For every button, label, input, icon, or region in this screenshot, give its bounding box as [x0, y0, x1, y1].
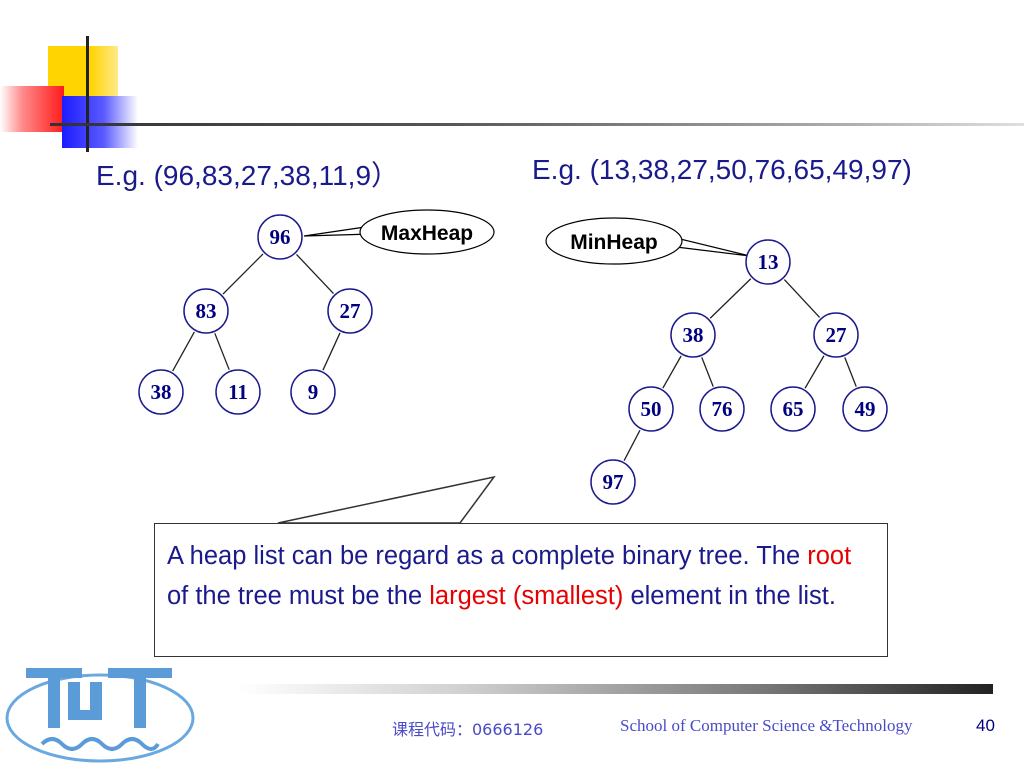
max-heap-edge	[322, 332, 341, 371]
node-label: 50	[641, 397, 662, 421]
max-heap-tree: MaxHeap 96 83 27 38 11 9	[138, 209, 495, 415]
note-text-part3: element in the list.	[623, 582, 836, 610]
node-label: 11	[228, 380, 248, 404]
node-label: 38	[683, 323, 704, 347]
min-heap-node: 97	[590, 459, 636, 505]
footer-course-code: 课程代码：0666126	[392, 720, 544, 739]
node-circle	[183, 288, 229, 334]
min-heap-edge	[844, 357, 857, 387]
min-heap-edge	[701, 357, 714, 387]
node-label: 27	[340, 299, 361, 323]
max-heap-node: 27	[327, 288, 373, 334]
max-heap-node: 83	[183, 288, 229, 334]
node-circle	[813, 312, 859, 358]
max-heap-node: 96	[257, 214, 303, 260]
min-heap-edge	[804, 355, 825, 389]
node-circle	[628, 386, 674, 432]
node-circle	[699, 386, 745, 432]
node-circle	[842, 386, 888, 432]
node-label: 97	[603, 470, 624, 494]
min-heap-node: 13	[745, 239, 791, 285]
node-label: 13	[758, 250, 779, 274]
university-logo	[5, 668, 195, 763]
note-text-part1: A heap list can be regard as a complete …	[167, 542, 808, 570]
min-heap-node: 49	[842, 386, 888, 432]
note-highlight-largest-smallest: largest (smallest)	[429, 582, 624, 610]
node-circle	[670, 312, 716, 358]
min-heap-edge	[623, 429, 641, 462]
minheap-callout-bubble	[545, 217, 683, 265]
header-vertical-rule	[86, 36, 89, 152]
note-callout-pointer	[277, 475, 496, 524]
note-text-part2: of the tree must be the	[167, 582, 430, 610]
node-label: 96	[270, 225, 291, 249]
node-label: 38	[151, 380, 172, 404]
node-circle	[327, 288, 373, 334]
min-heap-edge	[662, 355, 682, 389]
node-circle	[257, 214, 303, 260]
max-heap-edge	[296, 253, 334, 295]
maxheap-callout-bubble	[359, 209, 495, 255]
footer-school-name: School of Computer Science &Technology	[620, 716, 913, 735]
header-horizontal-rule	[50, 123, 1024, 126]
minheap-callout-label: MinHeap	[570, 231, 658, 254]
node-circle	[590, 459, 636, 505]
max-heap-node: 9	[290, 369, 336, 415]
max-heap-edge	[172, 331, 195, 372]
min-heap-edge	[783, 279, 821, 318]
node-circle	[290, 369, 336, 415]
node-circle	[138, 369, 184, 415]
footer-page-number: 40	[976, 716, 995, 735]
min-heap-edge	[709, 278, 752, 319]
min-heap-node: 50	[628, 386, 674, 432]
min-heap-node: 65	[770, 386, 816, 432]
min-heap-example-heading: E.g. (13,38,27,50,76,65,49,97)	[532, 154, 912, 185]
node-label: 83	[196, 299, 217, 323]
node-label: 27	[826, 323, 847, 347]
node-circle	[770, 386, 816, 432]
footer-rule	[238, 684, 993, 694]
max-heap-node: 38	[138, 369, 184, 415]
maxheap-callout-label: MaxHeap	[381, 222, 473, 245]
node-label: 49	[855, 397, 876, 421]
max-heap-edge	[222, 253, 264, 295]
node-circle	[745, 239, 791, 285]
node-label: 9	[308, 380, 319, 404]
note-highlight-root: root	[807, 542, 852, 570]
max-heap-edge	[214, 333, 230, 370]
header-deco-blue	[62, 96, 138, 148]
min-heap-node: 38	[670, 312, 716, 358]
node-label: 76	[712, 397, 733, 421]
min-heap-tree: MinHeap 13 38 27 50 76 65 49 97	[545, 217, 888, 505]
heap-definition-note: A heap list can be regard as a complete …	[154, 523, 888, 657]
node-circle	[215, 369, 261, 415]
max-heap-node: 11	[215, 369, 261, 415]
min-heap-node: 27	[813, 312, 859, 358]
node-label: 65	[783, 397, 804, 421]
min-heap-node: 76	[699, 386, 745, 432]
max-heap-example-heading: E.g. (96,83,27,38,11,9）	[96, 160, 400, 191]
